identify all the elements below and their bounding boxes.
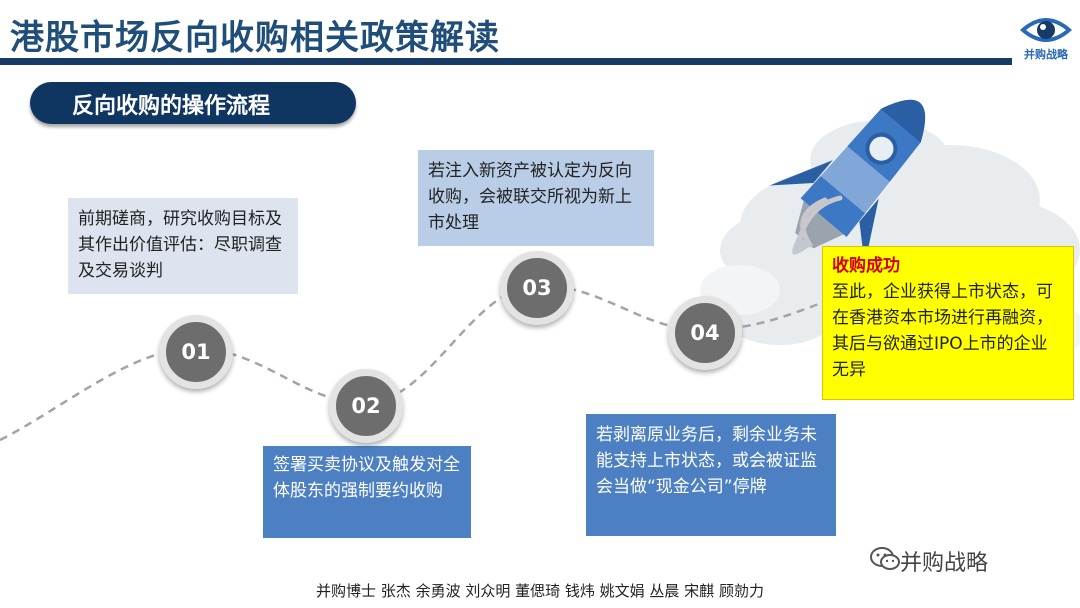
result-text: 至此，企业获得上市状态，可在香港资本市场进行再融资，其后与欲通过IPO上市的企业… [832, 282, 1053, 380]
step-2-marker: 02 [329, 369, 403, 443]
eye-logo-icon [1020, 18, 1072, 42]
step-1-description: 前期磋商，研究收购目标及其作出价值评估：尽职调查及交易谈判 [68, 198, 298, 294]
logo-text: 并购战略 [1024, 48, 1068, 61]
step-3-marker: 03 [500, 251, 574, 325]
step-4-marker: 04 [668, 296, 742, 370]
title-divider [0, 58, 1012, 65]
result-heading: 收购成功 [832, 256, 900, 276]
section-header: 反向收购的操作流程 [30, 82, 356, 124]
step-3-description: 若注入新资产被认定为反向收购，会被联交所视为新上市处理 [418, 150, 654, 246]
page-title: 港股市场反向收购相关政策解读 [10, 18, 500, 58]
section-label: 反向收购的操作流程 [72, 94, 271, 119]
step-2-description: 签署买卖协议及触发对全体股东的强制要约收购 [263, 446, 471, 538]
smoke-trail [797, 195, 843, 248]
result-box: 收购成功 至此，企业获得上市状态，可在香港资本市场进行再融资，其后与欲通过IPO… [822, 246, 1074, 400]
wechat-icon [870, 547, 900, 570]
watermark-text: 并购战略 [900, 551, 989, 576]
step-4-description: 若剥离原业务后，剩余业务未能支持上市状态，或会被证监会当做“现金公司”停牌 [586, 414, 836, 536]
step-1-marker: 01 [159, 315, 233, 389]
footer-credits: 并购博士 张杰 余勇波 刘众明 董偲琦 钱炜 姚文娟 丛晨 宋麒 顾勍力 [316, 582, 764, 600]
